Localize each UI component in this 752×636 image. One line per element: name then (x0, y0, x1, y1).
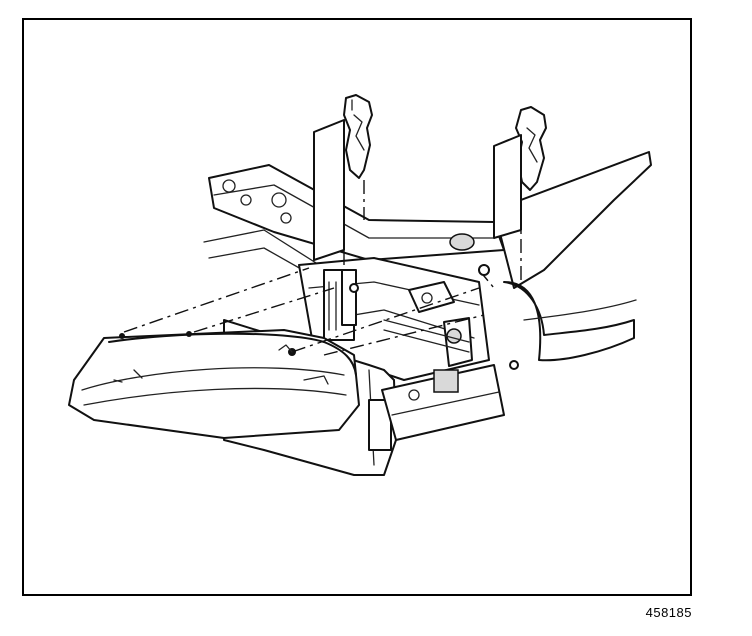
figure-number: 458185 (645, 605, 692, 620)
figure-frame (22, 18, 692, 596)
headlamp-assembly (68, 329, 360, 439)
headlamp-assembly-diagram (68, 94, 652, 476)
right-retaining-clip (493, 106, 547, 239)
fender-panel (493, 151, 652, 362)
alignment-lines (123, 170, 522, 356)
left-retaining-clip (313, 94, 373, 261)
fasteners (278, 264, 519, 370)
headlamp-mounting-bracket (298, 257, 490, 381)
